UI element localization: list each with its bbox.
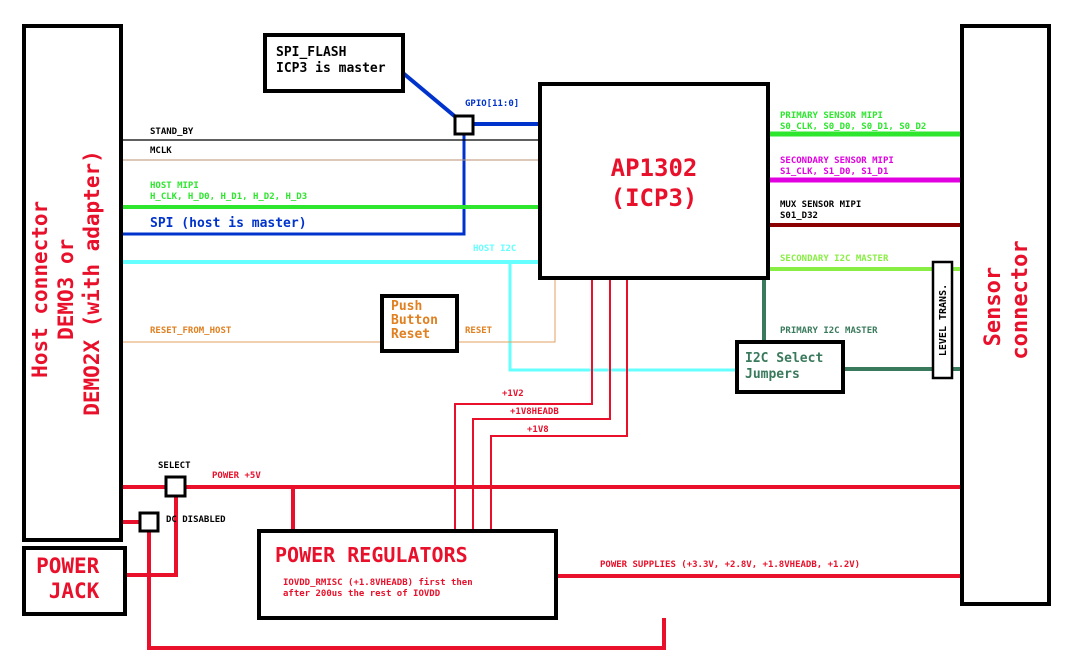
rail-1v8headb xyxy=(472,278,611,531)
power-supplies-label: POWER SUPPLIES (+3.3V, +2.8V, +1.8VHEADB… xyxy=(600,560,860,570)
rail-1v8-label: +1V8 xyxy=(527,425,549,435)
reset-label: RESET xyxy=(465,326,493,336)
i2c-select-jumpers-block xyxy=(735,340,845,394)
rail-1v2 xyxy=(454,278,593,531)
dc-disabled-switch xyxy=(138,511,160,533)
rail-1v8headb-label: +1V8HEADB xyxy=(510,407,559,417)
secondary-i2c-label: SECONDARY I2C MASTER xyxy=(780,254,889,264)
level-translator-label: LEVEL TRANS. xyxy=(938,284,949,356)
host-i2c-label: HOST I2C xyxy=(473,244,516,254)
dc-disabled-label: DC DISABLED xyxy=(166,515,226,525)
push-button-reset-block xyxy=(380,294,459,353)
level-translator-block xyxy=(931,260,954,380)
sensor-connector-label: Sensor connector xyxy=(981,240,1033,359)
power-jack-label: POWER JACK xyxy=(36,554,112,603)
rail-1v8 xyxy=(490,278,628,531)
spi-flash-title: SPI_FLASH xyxy=(276,45,346,60)
ap1302-block xyxy=(538,82,770,280)
host-connector-label: Host connector DEMO3 or DEMO2X (with ada… xyxy=(28,150,104,416)
power-regulators-block xyxy=(257,529,558,620)
power-regulators-title: POWER REGULATORS xyxy=(275,543,468,567)
power-jack-block xyxy=(22,546,127,616)
host-i2c-wire-b xyxy=(508,262,737,372)
sensor-connector-block xyxy=(960,24,1051,606)
mclk-label: MCLK xyxy=(150,146,172,156)
reset-wire xyxy=(457,278,556,343)
primary-mipi-label: PRIMARY SENSOR MIPI S0_CLK, S0_D0, S0_D1… xyxy=(780,111,926,132)
primary-i2c-label: PRIMARY I2C MASTER xyxy=(780,326,878,336)
spi-host-label: SPI (host is master) xyxy=(150,216,307,231)
rail-1v2-label: +1V2 xyxy=(502,389,524,399)
select-label: SELECT xyxy=(158,461,191,471)
host-mipi-label: HOST MIPI H_CLK, H_D0, H_D1, H_D2, H_D3 xyxy=(150,181,307,202)
ground-return-wire xyxy=(147,531,666,650)
spi-host-wire xyxy=(121,126,466,236)
power-regulators-note: IOVDD_RMISC (+1.8VHEADB) first then afte… xyxy=(283,577,478,599)
push-button-label: Push Button Reset xyxy=(391,299,446,342)
ap1302-title: AP1302 xyxy=(611,154,698,182)
gpio-label: GPIO[11:0] xyxy=(465,99,519,109)
jack-wire xyxy=(125,496,178,577)
secondary-mipi-label: SECONDARY SENSOR MIPI S1_CLK, S1_D0, S1_… xyxy=(780,156,899,177)
ap1302-subtitle: (ICP3) xyxy=(611,184,698,212)
mux-mipi-label: MUX SENSOR MIPI S01_D32 xyxy=(780,200,867,221)
i2c-select-label: I2C Select Jumpers xyxy=(745,351,831,382)
spi-flash-subtitle: ICP3 is master xyxy=(276,61,386,76)
host-connector-block xyxy=(22,24,123,542)
reset-from-host-label: RESET_FROM_HOST xyxy=(150,326,232,336)
power-5v-label: POWER +5V xyxy=(212,471,261,481)
standby-label: STAND_BY xyxy=(150,127,194,137)
select-switch xyxy=(164,475,187,498)
gpio-junction xyxy=(453,114,475,136)
spi-flash-block xyxy=(263,33,405,93)
